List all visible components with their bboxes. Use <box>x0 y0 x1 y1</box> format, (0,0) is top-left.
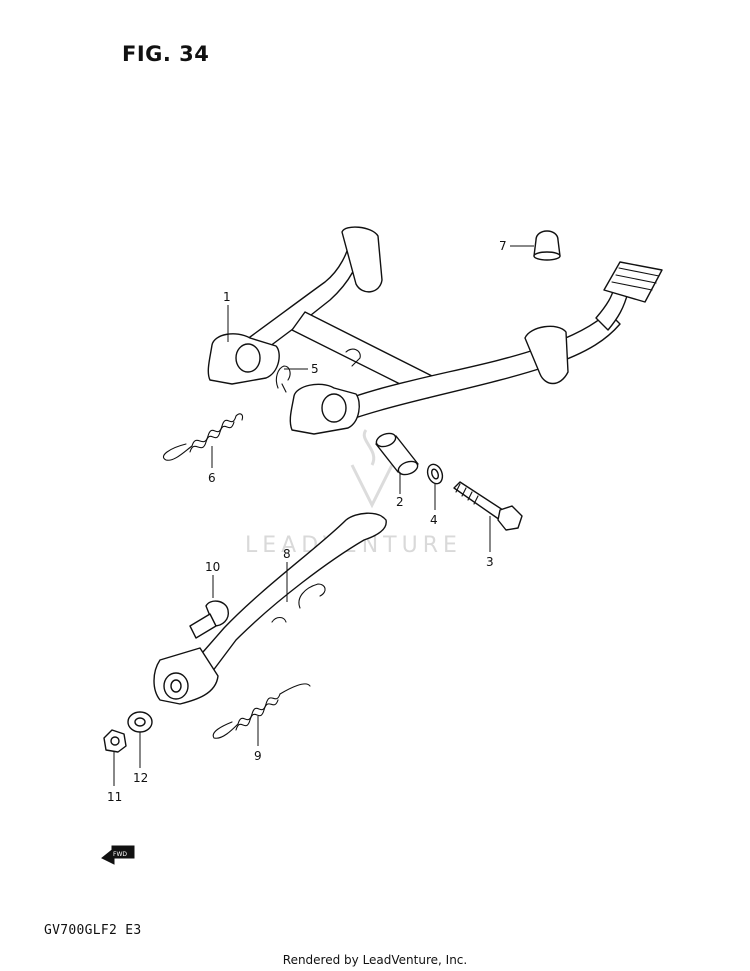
fwd-label: FWD <box>113 851 127 858</box>
svg-text:5: 5 <box>311 362 319 376</box>
callout-12[interactable]: 12 <box>133 732 148 785</box>
part-6-spring[interactable] <box>162 413 244 461</box>
part-10-stopper[interactable] <box>189 600 229 639</box>
callout-1[interactable]: 1 <box>223 290 231 342</box>
part-8-side-stand[interactable] <box>153 512 387 705</box>
svg-text:12: 12 <box>133 771 148 785</box>
callout-3[interactable]: 3 <box>486 516 494 569</box>
callout-7[interactable]: 7 <box>499 239 534 253</box>
callout-8[interactable]: 8 <box>283 547 291 602</box>
svg-text:10: 10 <box>205 560 220 574</box>
part-4-washer[interactable] <box>425 462 445 486</box>
svg-text:2: 2 <box>396 495 404 509</box>
svg-text:3: 3 <box>486 555 494 569</box>
callout-11[interactable]: 11 <box>107 752 122 804</box>
svg-text:4: 4 <box>430 513 438 527</box>
part-12-washer[interactable] <box>127 711 153 733</box>
callout-2[interactable]: 2 <box>396 472 404 509</box>
part-1-main-stand[interactable] <box>207 226 663 435</box>
callout-5[interactable]: 5 <box>284 362 319 376</box>
svg-text:1: 1 <box>223 290 231 304</box>
part-3-bolt[interactable] <box>453 481 523 531</box>
part-7-cap-nut[interactable] <box>533 230 561 261</box>
part-9-spring[interactable] <box>212 683 311 739</box>
svg-text:11: 11 <box>107 790 122 804</box>
svg-text:8: 8 <box>283 547 291 561</box>
callout-6[interactable]: 6 <box>208 446 216 485</box>
part-2-collar[interactable] <box>375 431 420 477</box>
footer-credit: Rendered by LeadVenture, Inc. <box>282 953 468 967</box>
model-code: GV700GLF2 E3 <box>44 923 142 938</box>
fwd-arrow-icon: FWD <box>101 845 135 865</box>
svg-text:9: 9 <box>254 749 262 763</box>
svg-text:6: 6 <box>208 471 216 485</box>
callout-10[interactable]: 10 <box>205 560 220 598</box>
watermark-logo <box>350 429 394 509</box>
svg-text:7: 7 <box>499 239 507 253</box>
figure-title: FIG. 34 <box>122 42 210 66</box>
callout-4[interactable]: 4 <box>430 484 438 527</box>
part-11-nut[interactable] <box>103 729 127 753</box>
callout-9[interactable]: 9 <box>254 716 262 763</box>
part-5-cotter-pin[interactable] <box>275 365 291 393</box>
